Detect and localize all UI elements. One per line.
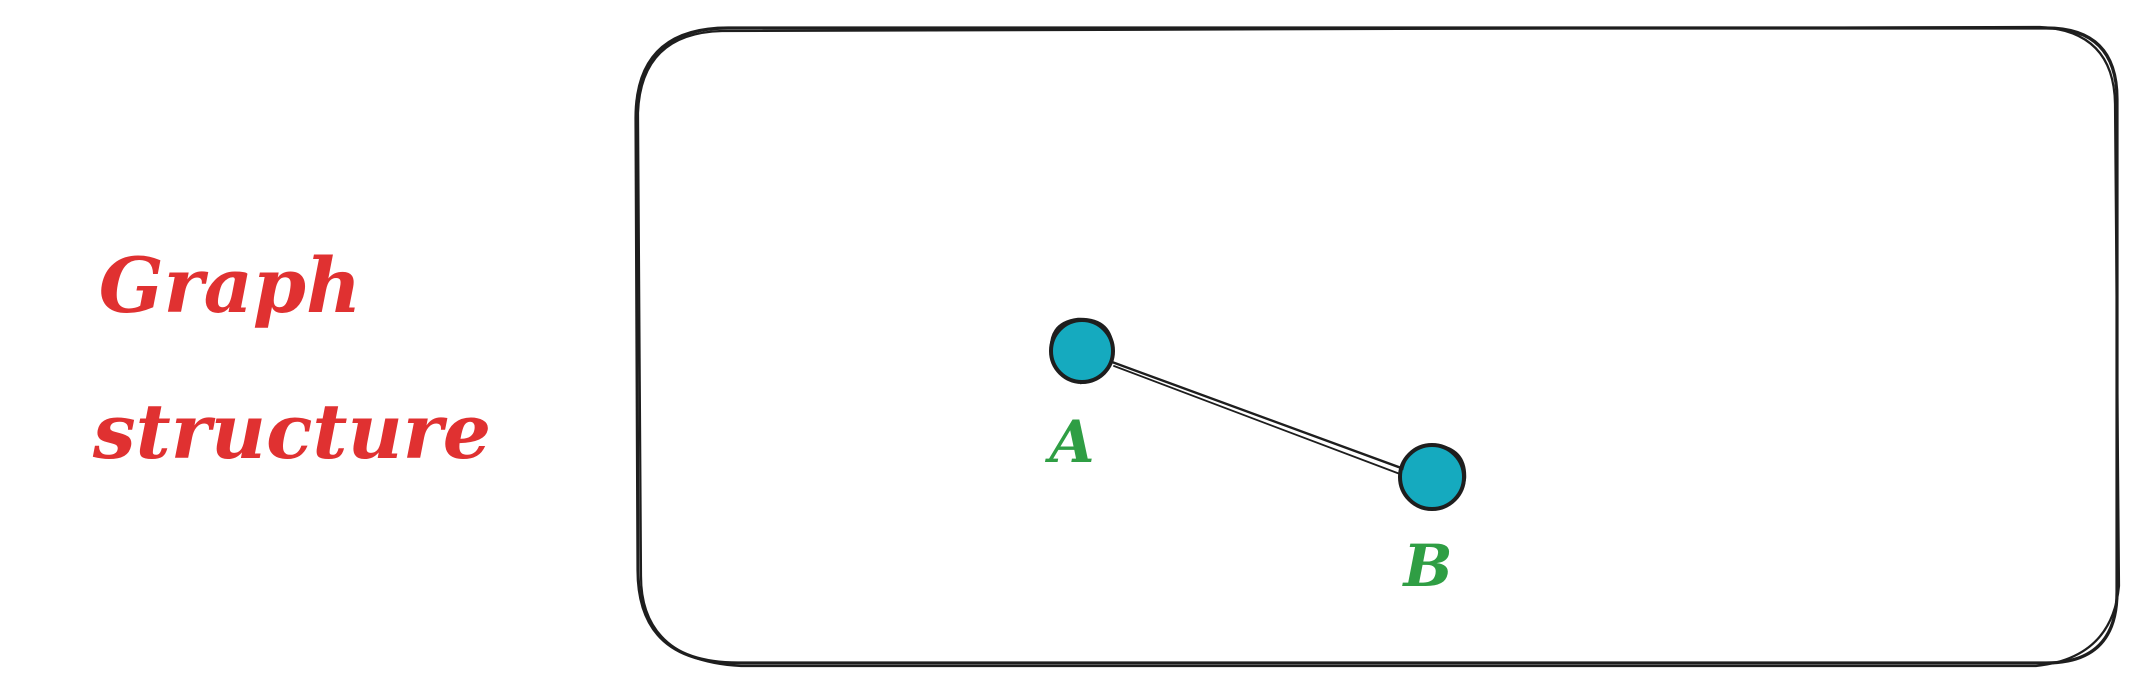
edge-line: [1110, 360, 1406, 471]
node-b: B: [1398, 443, 1467, 600]
node-a-label: A: [1044, 408, 1094, 476]
graph-container-frame: [634, 25, 2121, 668]
frame-outline-sketch: [636, 25, 2121, 668]
diagram-title: Graph structure: [92, 241, 491, 476]
title-line-2: structure: [92, 387, 491, 476]
frame-outline: [634, 26, 2119, 665]
edge-a-b: [1110, 360, 1406, 475]
node-a: A: [1044, 317, 1115, 476]
edge-line-sketch: [1113, 365, 1401, 475]
node-b-label: B: [1401, 532, 1452, 600]
node-b-outline-sketch: [1400, 443, 1467, 511]
node-a-outline-sketch: [1049, 317, 1115, 385]
title-line-1: Graph: [99, 241, 362, 330]
